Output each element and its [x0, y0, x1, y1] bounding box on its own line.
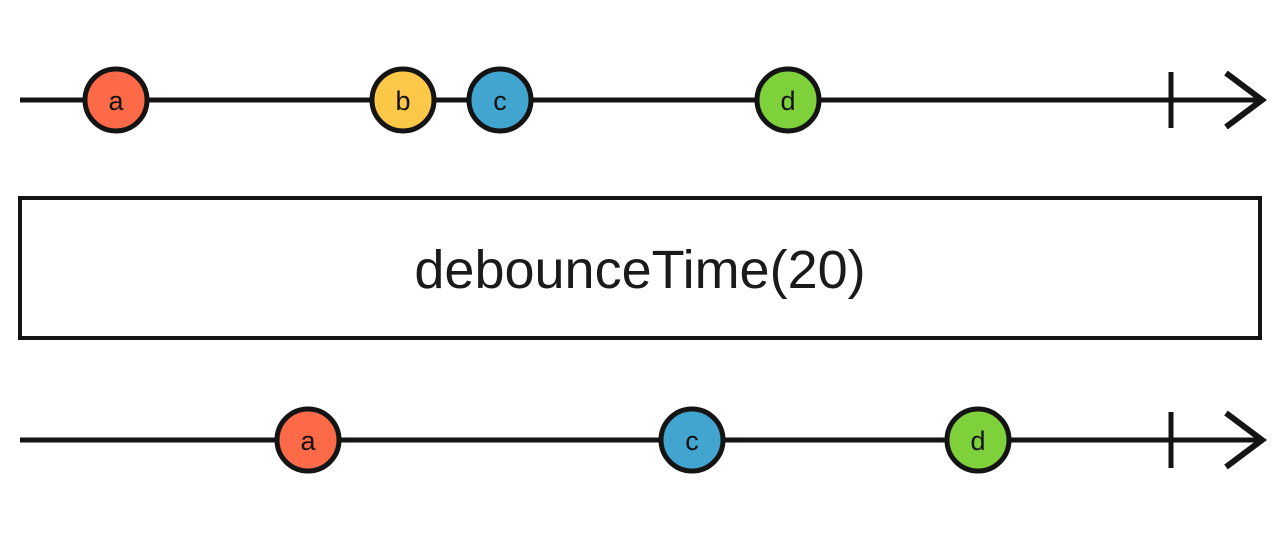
output-marble-circle-c[interactable]	[658, 406, 726, 474]
source-marble-c[interactable]: c	[466, 66, 534, 134]
source-marble-a[interactable]: a	[82, 66, 150, 134]
output-marble-a[interactable]: a	[274, 406, 342, 474]
source-marble-label-d: d	[780, 86, 795, 116]
source-marble-group: a b c d	[82, 66, 822, 134]
operator-box-label: debounceTime(20)	[414, 240, 865, 300]
source-marble-circle-b[interactable]	[369, 66, 437, 134]
output-marble-label-a: a	[300, 426, 316, 456]
output-marble-circle-d[interactable]	[944, 406, 1012, 474]
output-marble-c[interactable]: c	[658, 406, 726, 474]
source-marble-b[interactable]: b	[369, 66, 437, 134]
output-marble-label-d: d	[970, 426, 985, 456]
source-marble-circle-d[interactable]	[754, 66, 822, 134]
source-marble-label-a: a	[108, 86, 124, 116]
source-timeline: a b c d	[20, 66, 1267, 134]
source-marble-label-b: b	[395, 86, 410, 116]
source-marble-d[interactable]: d	[754, 66, 822, 134]
operator-box-border	[18, 196, 1262, 340]
output-marble-label-c: c	[685, 426, 699, 456]
output-timeline-arrowhead	[1224, 410, 1267, 470]
source-timeline-arrowhead	[1224, 70, 1267, 130]
operator-box[interactable]: debounceTime(20)	[18, 196, 1262, 340]
source-marble-label-c: c	[493, 86, 507, 116]
source-marble-circle-a[interactable]	[82, 66, 150, 134]
output-marble-d[interactable]: d	[944, 406, 1012, 474]
output-marble-circle-a[interactable]	[274, 406, 342, 474]
source-marble-circle-c[interactable]	[466, 66, 534, 134]
